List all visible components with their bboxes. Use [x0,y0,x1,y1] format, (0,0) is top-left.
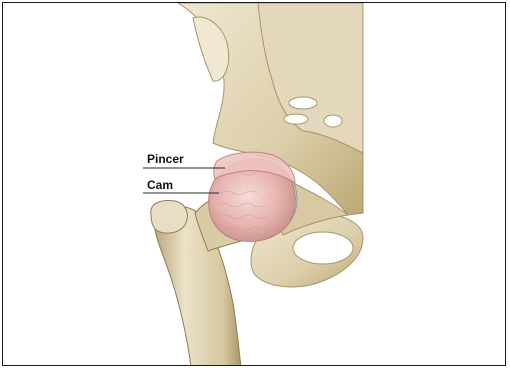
pincer-label: Pincer [147,153,184,165]
foramen-hole-1 [289,97,317,109]
hip-joint-illustration [3,3,506,366]
figure-frame: Pincer Cam [2,2,506,366]
obturator-foramen [293,232,353,264]
cam-label: Cam [147,179,173,191]
foramen-hole-3 [324,115,342,127]
greater-trochanter [151,201,188,234]
foramen-hole-2 [284,114,308,124]
